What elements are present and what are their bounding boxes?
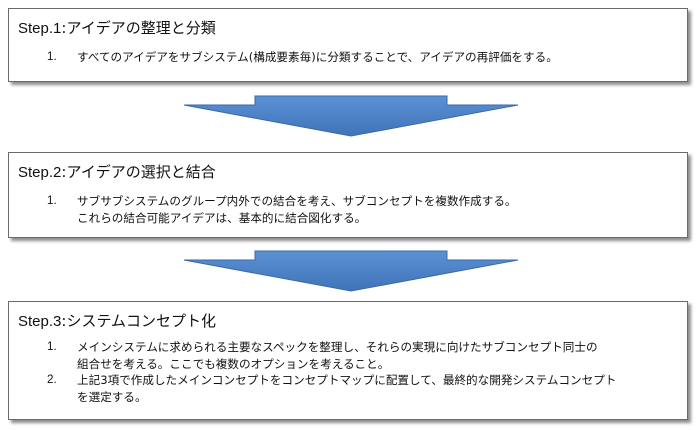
step-1-item-1-line-1: すべてのアイデアをサブシステム(構成要素毎)に分類することで、アイデアの再評価を… xyxy=(77,50,558,64)
step-2-item-1-line-1: サブサブシステムのグループ内外での結合を考え、サブコンセプトを複数作成する。 xyxy=(77,194,517,208)
step-2-item-1: 1. サブサブシステムのグループ内外での結合を考え、サブコンセプトを複数作成する… xyxy=(47,193,679,226)
step-1-item-1-number: 1. xyxy=(47,50,57,63)
step-2-number: Step.2 xyxy=(18,164,62,181)
step-1-title-text: アイデアの整理と分類 xyxy=(66,19,216,37)
step-2-item-1-line-2: これらの結合可能アイデアは、基本的に結合図化する。 xyxy=(77,210,367,225)
step-1-separator: : xyxy=(61,19,67,37)
down-arrow-shape xyxy=(183,250,519,292)
step-3-separator: : xyxy=(61,312,67,330)
step-3-item-1: 1. メインシステムに求められる主要なスペックを整理し、それらの実現に向けたサブ… xyxy=(47,339,679,372)
step-1-list: 1. すべてのアイデアをサブシステム(構成要素毎)に分類することで、アイデアの再… xyxy=(47,49,679,66)
down-arrow-icon xyxy=(183,95,519,137)
step-1-title: Step.1:アイデアの整理と分類 xyxy=(18,18,216,39)
step-1-item-1: 1. すべてのアイデアをサブシステム(構成要素毎)に分類することで、アイデアの再… xyxy=(47,49,679,66)
step-3-number: Step.3 xyxy=(18,313,62,330)
step-2-title-text: アイデアの選択と結合 xyxy=(66,163,216,181)
step-3-title-text: システムコンセプト化 xyxy=(66,312,216,330)
step-3-item-1-number: 1. xyxy=(47,340,57,353)
step-2-separator: : xyxy=(61,163,67,181)
step-3-item-1-line-2: 組合せを考える。ここでも複数のオプションを考えること。 xyxy=(77,356,390,371)
step-3-item-2: 2. 上記3項で作成したメインコンセプトをコンセプトマップに配置して、最終的な開… xyxy=(47,372,679,405)
step-3-box: Step.3:システムコンセプト化 1. メインシステムに求められる主要なスペッ… xyxy=(8,301,688,420)
step-2-list: 1. サブサブシステムのグループ内外での結合を考え、サブコンセプトを複数作成する… xyxy=(47,193,679,226)
step-3-item-2-line-2: を選定する。 xyxy=(77,389,147,404)
step-3-item-2-line-1: 上記3項で作成したメインコンセプトをコンセプトマップに配置して、最終的な開発シス… xyxy=(77,373,617,387)
step-1-number: Step.1 xyxy=(18,20,62,37)
step-2-box: Step.2:アイデアの選択と結合 1. サブサブシステムのグループ内外での結合… xyxy=(8,152,688,238)
step-1-box: Step.1:アイデアの整理と分類 1. すべてのアイデアをサブシステム(構成要… xyxy=(8,8,688,82)
step-3-item-1-line-1: メインシステムに求められる主要なスペックを整理し、それらの実現に向けたサブコンセ… xyxy=(77,340,598,354)
step-3-item-2-number: 2. xyxy=(47,373,57,386)
step-3-list: 1. メインシステムに求められる主要なスペックを整理し、それらの実現に向けたサブ… xyxy=(47,339,679,405)
step-2-title: Step.2:アイデアの選択と結合 xyxy=(18,162,216,183)
down-arrow-shape xyxy=(183,95,519,137)
down-arrow-icon xyxy=(183,250,519,292)
step-2-item-1-number: 1. xyxy=(47,194,57,207)
step-3-title: Step.3:システムコンセプト化 xyxy=(18,311,216,332)
